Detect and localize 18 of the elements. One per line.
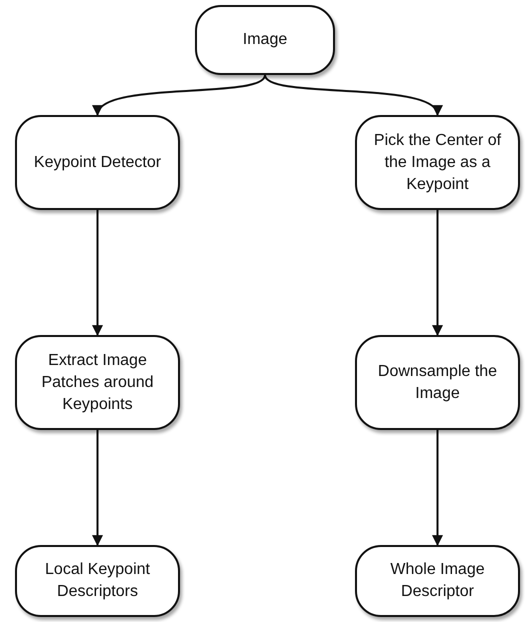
arrow <box>432 210 443 336</box>
process-box <box>15 115 180 210</box>
arrow <box>92 210 103 336</box>
process-box <box>355 545 520 617</box>
node-label: Keypoint Detector <box>34 152 162 172</box>
node-label: Whole Image Descriptor <box>389 560 486 602</box>
node-label: Local Keypoint Descriptors <box>44 560 151 602</box>
process-box <box>15 335 180 430</box>
node-label: Image <box>242 30 288 50</box>
process-box <box>15 545 180 617</box>
node-label: Pick the Center of the Image as a Keypoint <box>372 130 502 194</box>
process-box <box>355 115 520 210</box>
process-box <box>195 5 335 75</box>
arrow <box>432 430 443 546</box>
node-label: Extract Image Patches around Keypoints <box>40 350 155 414</box>
node-label: Downsample the Image <box>376 362 498 404</box>
process-box <box>355 335 520 430</box>
arrow <box>92 430 103 546</box>
